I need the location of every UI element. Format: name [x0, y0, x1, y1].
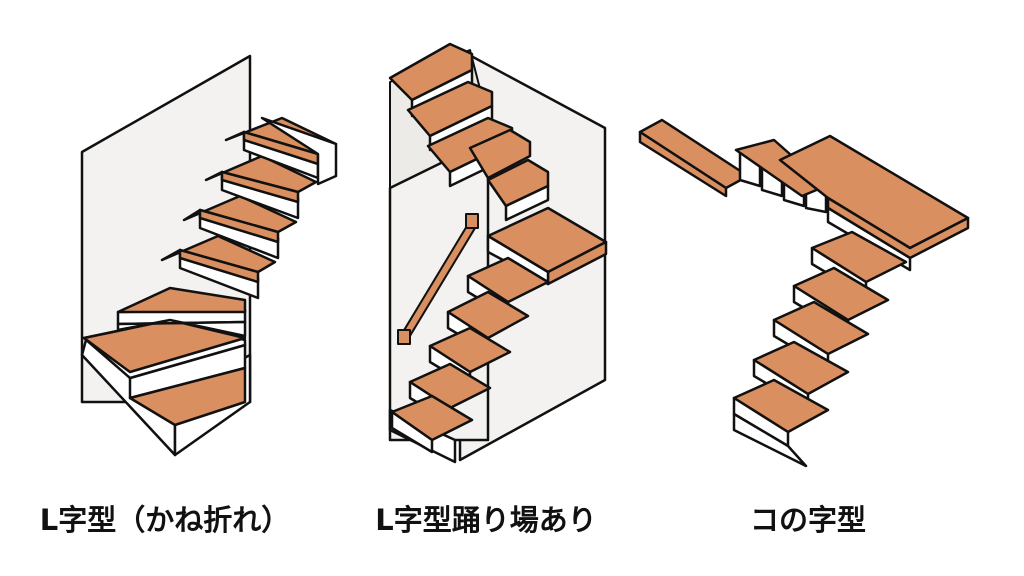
stair-l-winder-flight [160, 116, 338, 300]
stair-u-shape [638, 118, 970, 468]
stair-l-winder [80, 54, 338, 457]
caption-u-shape: コの字型 [749, 503, 866, 537]
stair-l-winder-winders [82, 286, 247, 427]
stair-u-shape-upper-flight [638, 118, 828, 214]
stair-l-landing-lower-flight [390, 256, 550, 454]
stair-u-shape-lower-flight [732, 230, 908, 468]
caption-l-landing: L字型踊り場あり [375, 503, 597, 537]
stair-l-landing-handrail [397, 213, 479, 345]
stair-l-landing [388, 42, 608, 464]
stair-l-landing-upper-flight [388, 42, 550, 222]
caption-l-winder: L字型（かね折れ） [39, 503, 291, 537]
